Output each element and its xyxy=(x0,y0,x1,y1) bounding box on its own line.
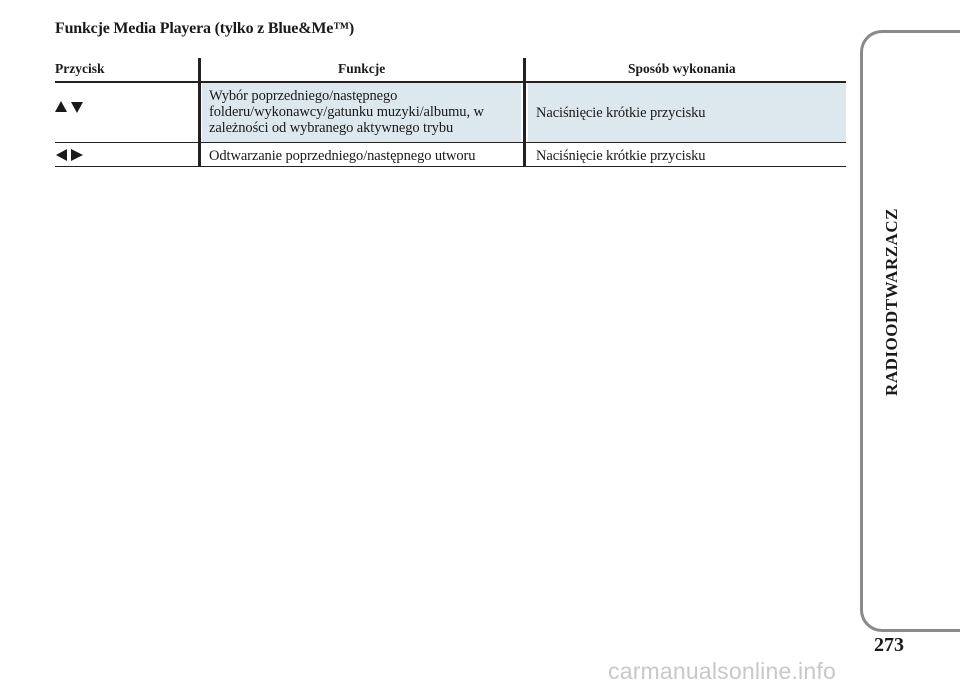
watermark: carmanualsonline.info xyxy=(608,658,836,684)
row1-function-line: Wybór poprzedniego/następnego xyxy=(209,88,398,104)
row-divider xyxy=(55,142,846,143)
table-bottom-rule xyxy=(55,166,846,167)
section-tab xyxy=(860,30,960,632)
up-down-arrows-icon xyxy=(55,101,83,113)
row1-function-cell-bg xyxy=(202,83,521,142)
row1-method-cell-bg xyxy=(528,83,846,142)
section-tab-label: RADIOODTWARZACZ xyxy=(882,208,901,396)
row1-function-line: zależności od wybranego aktywnego trybu xyxy=(209,120,454,136)
left-right-arrows-icon xyxy=(56,149,83,161)
header-method: Sposób wykonania xyxy=(628,61,736,76)
column-separator-1 xyxy=(198,58,201,167)
row1-method-text: Naciśnięcie krótkie przycisku xyxy=(536,105,706,121)
page-title: Funkcje Media Playera (tylko z Blue&Me™) xyxy=(55,20,355,37)
header-button: Przycisk xyxy=(55,61,105,76)
header-rule xyxy=(55,81,846,83)
row1-function-text: Wybór poprzedniego/następnego folderu/wy… xyxy=(209,88,484,136)
row1-function-line: folderu/wykonawcy/gatunku muzyki/albumu,… xyxy=(209,104,484,120)
header-functions: Funkcje xyxy=(338,61,386,76)
page-number: 273 xyxy=(874,634,904,656)
row2-method-text: Naciśnięcie krótkie przycisku xyxy=(536,148,706,164)
row2-function-text: Odtwarzanie poprzedniego/następnego utwo… xyxy=(209,148,476,164)
column-separator-2 xyxy=(523,58,526,167)
